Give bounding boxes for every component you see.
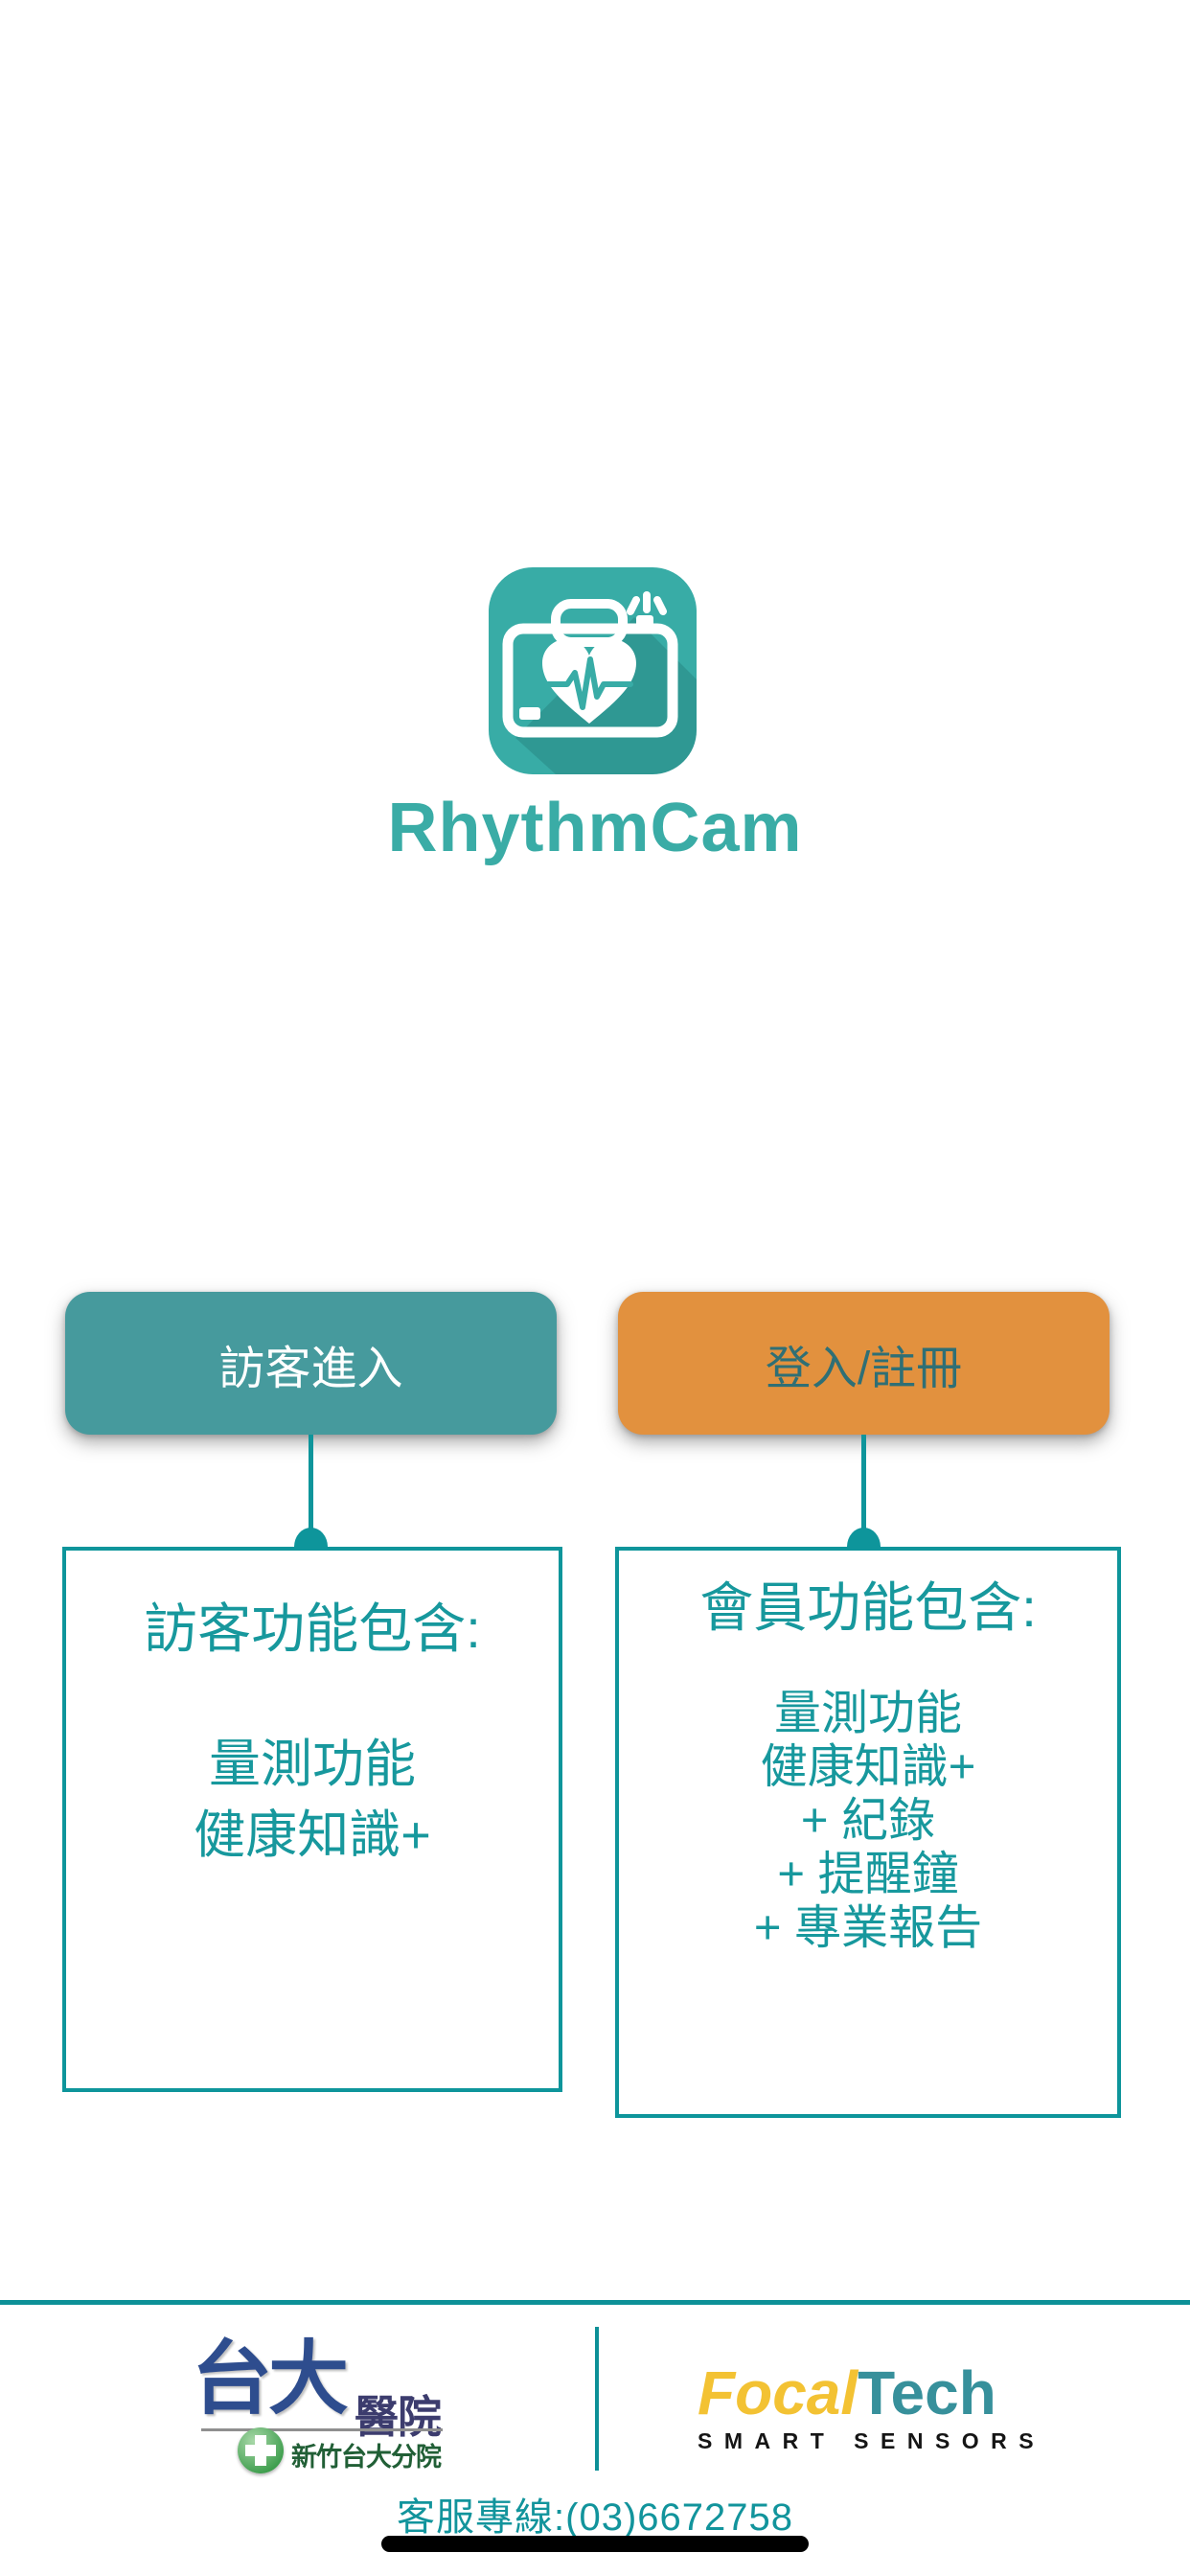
feature-item: 量測功能: [209, 1736, 416, 1793]
connector-line: [861, 1435, 866, 1546]
member-feature-list: 量測功能健康知識++ 紀錄+ 提醒鐘+ 專業報告: [619, 1687, 1117, 1955]
ntu-hospital-logo: 台大 醫院 新竹台大分院: [192, 2336, 455, 2483]
green-medical-cross-icon: [238, 2427, 284, 2473]
login-register-button[interactable]: 登入/註冊: [618, 1292, 1110, 1435]
focaltech-wordmark: FocalTech: [698, 2359, 1052, 2426]
guest-entry-button[interactable]: 訪客進入: [65, 1292, 557, 1435]
customer-service-hotline[interactable]: 客服專線:(03)6672758: [397, 2496, 793, 2539]
focaltech-logo: FocalTech SMART SENSORS: [698, 2359, 1052, 2454]
guest-feature-list: 量測功能健康知識+: [66, 1729, 559, 1871]
feature-item: 量測功能: [773, 1688, 962, 1739]
feature-item: + 紀錄: [800, 1795, 936, 1847]
guest-features-panel: 訪客功能包含: 量測功能健康知識+: [62, 1547, 562, 2092]
ntu-hospital-name-main: 台大: [192, 2335, 349, 2425]
app-name: RhythmCam: [387, 790, 803, 866]
footer-divider-line: [0, 2300, 1190, 2305]
home-indicator[interactable]: [381, 2536, 809, 2552]
feature-item: 健康知識+: [194, 1806, 431, 1864]
member-panel-heading: 會員功能包含:: [699, 1577, 1037, 1638]
focaltech-word-tech: Tech: [858, 2358, 996, 2427]
focaltech-word-focal: Focal: [698, 2358, 858, 2427]
feature-item: 健康知識+: [760, 1741, 976, 1793]
ntu-hospital-name-suffix: 醫院: [355, 2393, 442, 2442]
feature-item: + 提醒鐘: [777, 1849, 959, 1900]
app-logo-icon: [489, 567, 697, 774]
footer-vertical-divider: [595, 2327, 599, 2471]
member-features-panel: 會員功能包含: 量測功能健康知識++ 紀錄+ 提醒鐘+ 專業報告: [615, 1547, 1121, 2118]
ntu-hospital-branch: 新竹台大分院: [291, 2443, 442, 2472]
feature-item: + 專業報告: [753, 1902, 983, 1954]
guest-panel-heading: 訪客功能包含:: [144, 1598, 481, 1659]
focaltech-tagline: SMART SENSORS: [698, 2428, 1046, 2453]
ntu-logo-underline: [201, 2428, 443, 2431]
connector-line: [309, 1435, 313, 1546]
